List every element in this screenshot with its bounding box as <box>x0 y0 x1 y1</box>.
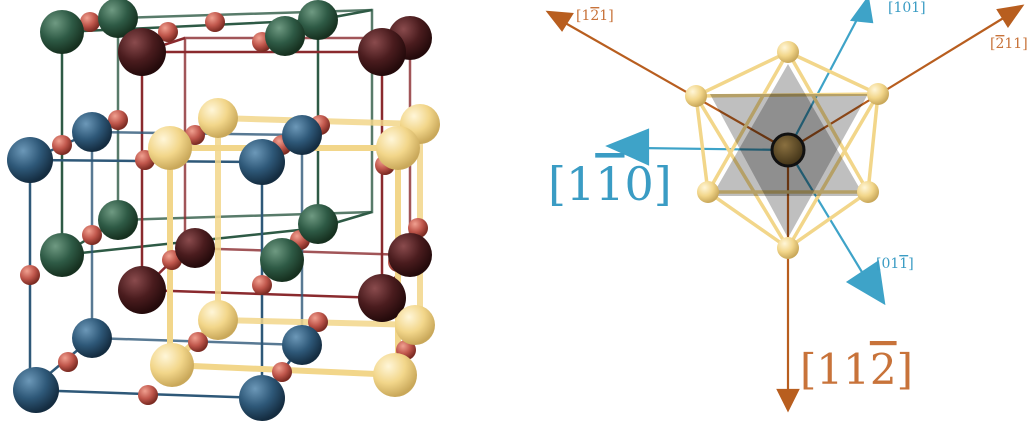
yellow-atoms-projection <box>685 41 889 259</box>
crystal-lattice <box>7 0 440 421</box>
maroon-atoms <box>118 16 432 322</box>
blue-atoms <box>7 112 322 421</box>
yellow-atoms <box>148 98 440 397</box>
center-atom <box>770 132 806 168</box>
green-atoms <box>40 0 338 282</box>
label-1m21: [121] <box>576 8 614 24</box>
label-11m2: [112] <box>800 345 913 394</box>
label-01m1: [011] <box>876 256 914 272</box>
label-1m10: [110] <box>548 157 672 211</box>
projection-diagram: [121] [101] [211] [110] [011] [112] <box>545 0 1028 413</box>
label-m211: [211] <box>990 36 1028 52</box>
red-small-atoms <box>20 12 428 405</box>
blue-direction-arrows <box>605 0 886 306</box>
label-101: [101] <box>888 0 926 16</box>
